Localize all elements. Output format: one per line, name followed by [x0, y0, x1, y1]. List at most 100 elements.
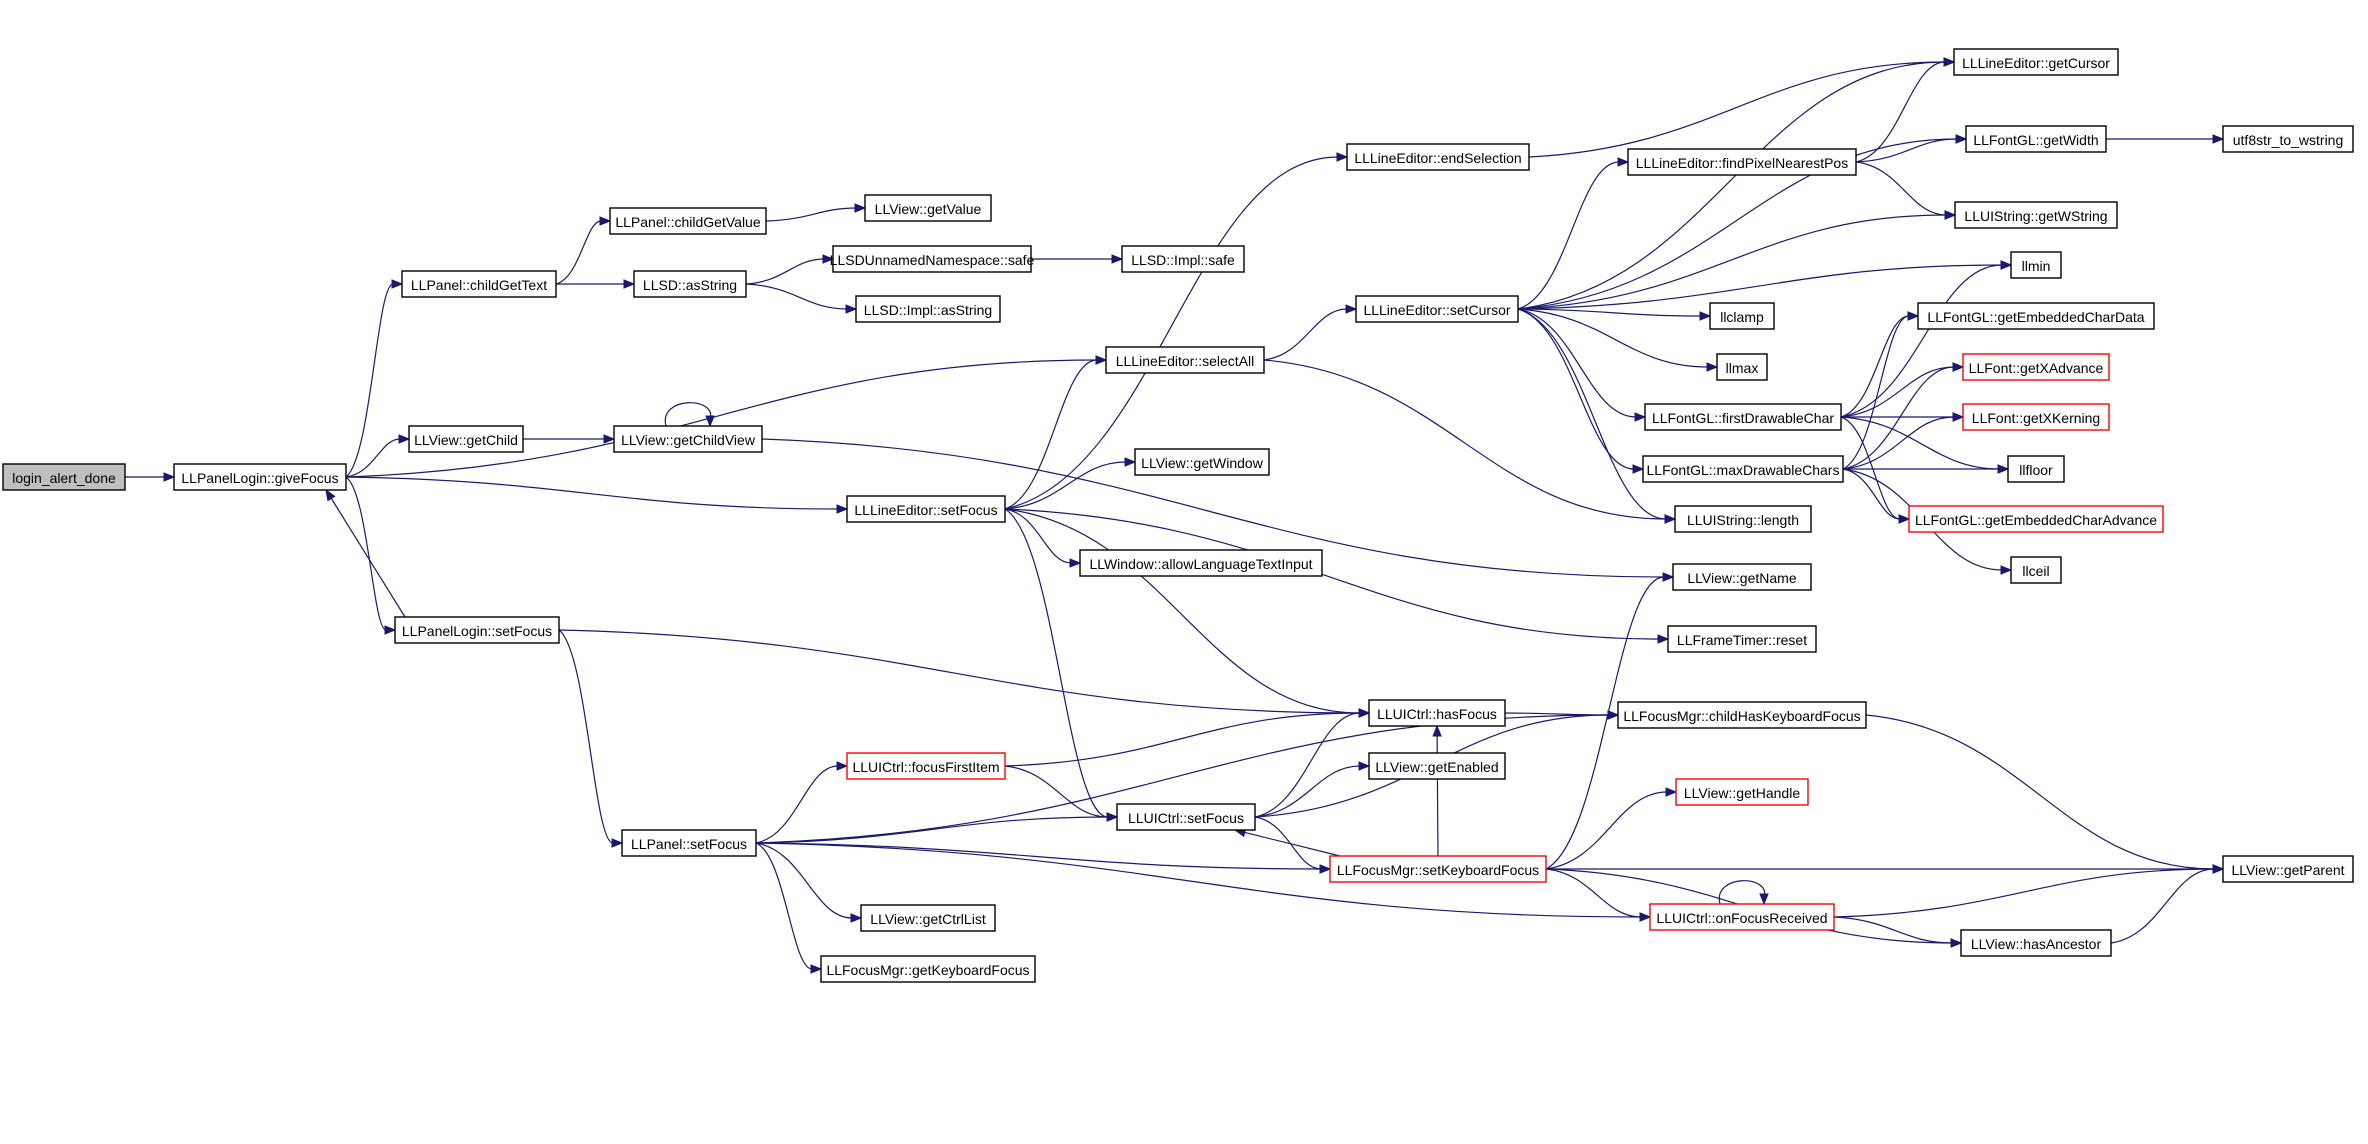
- node-lluictrl-focus-first-item[interactable]: LLUICtrl::focusFirstItem: [846, 752, 1006, 780]
- node-llsd-impl-safe[interactable]: LLSD::Impl::safe: [1121, 245, 1245, 273]
- edge-llline-editor-set-cursor-to-llmin: [1517, 260, 2013, 310]
- node-label: LLLineEditor::endSelection: [1354, 150, 1521, 166]
- node-label: LLFontGL::getEmbeddedCharData: [1927, 309, 2144, 325]
- node-llfont-gl-first-drawable-char[interactable]: LLFontGL::firstDrawableChar: [1644, 403, 1842, 431]
- node-label: llmax: [1726, 360, 1759, 376]
- node-llline-editor-find-pixel-nearest-pos[interactable]: LLLineEditor::findPixelNearestPos: [1627, 148, 1857, 176]
- edge-llline-editor-find-pixel-nearest-pos-to-llfont-gl-get-width: [1855, 134, 1968, 163]
- node-llline-editor-select-all[interactable]: LLLineEditor::selectAll: [1105, 346, 1265, 374]
- edge-llline-editor-set-focus-to-llview-get-window: [1004, 457, 1137, 510]
- node-login-alert-done[interactable]: login_alert_done: [2, 463, 126, 491]
- node-llsdunnamed-namespace-safe[interactable]: LLSDUnnamedNamespace::safe: [830, 245, 1035, 273]
- node-label: LLPanelLogin::giveFocus: [181, 470, 338, 486]
- node-llmin[interactable]: llmin: [2010, 251, 2062, 279]
- node-lluictrl-has-focus[interactable]: LLUICtrl::hasFocus: [1368, 699, 1506, 727]
- node-label: llfloor: [2019, 462, 2053, 478]
- node-lluistring-get-wstring[interactable]: LLUIString::getWString: [1954, 201, 2118, 229]
- edge-layer: [125, 57, 2225, 974]
- node-label: LLView::getName: [1687, 570, 1796, 586]
- node-llview-get-handle[interactable]: LLView::getHandle: [1675, 778, 1809, 806]
- node-llfocus-mgr-child-has-keyboard-focus[interactable]: LLFocusMgr::childHasKeyboardFocus: [1617, 701, 1867, 729]
- node-llpanel-child-get-text[interactable]: LLPanel::childGetText: [401, 270, 557, 298]
- node-label: LLFocusMgr::getKeyboardFocus: [826, 962, 1029, 978]
- node-llfocus-mgr-get-keyboard-focus[interactable]: LLFocusMgr::getKeyboardFocus: [820, 955, 1036, 983]
- node-llline-editor-end-selection[interactable]: LLLineEditor::endSelection: [1346, 143, 1530, 171]
- node-llfocus-mgr-set-keyboard-focus[interactable]: LLFocusMgr::setKeyboardFocus: [1329, 855, 1547, 883]
- node-llview-get-parent[interactable]: LLView::getParent: [2222, 855, 2354, 883]
- node-llfont-get-xkerning[interactable]: LLFont::getXKerning: [1962, 403, 2110, 431]
- edge-llpanel-login-give-focus-to-llline-editor-select-all: [345, 355, 1108, 478]
- edge-lluictrl-on-focus-received-to-llview-get-parent: [1833, 864, 2225, 918]
- node-llfont-gl-get-embedded-char-advance[interactable]: LLFontGL::getEmbeddedCharAdvance: [1908, 505, 2164, 533]
- node-llview-get-value[interactable]: LLView::getValue: [864, 194, 992, 222]
- node-llfloor[interactable]: llfloor: [2007, 455, 2065, 483]
- edge-llline-editor-set-focus-to-lluictrl-has-focus: [1004, 508, 1371, 718]
- edge-llfont-gl-max-drawable-chars-to-llfont-gl-get-embedded-char-data: [1842, 311, 1920, 470]
- edge-llpanel-login-set-focus-to-llpanel-login-give-focus: [325, 488, 406, 618]
- node-llclamp[interactable]: llclamp: [1709, 302, 1775, 330]
- edge-llpanel-child-get-value-to-llview-get-value: [765, 203, 867, 222]
- edge-llline-editor-set-cursor-to-llfont-gl-first-drawable-char: [1517, 308, 1647, 422]
- node-label: LLLineEditor::getCursor: [1962, 55, 2110, 71]
- node-label: LLFont::getXAdvance: [1969, 360, 2104, 376]
- node-llfont-gl-max-drawable-chars[interactable]: LLFontGL::maxDrawableChars: [1642, 455, 1844, 483]
- node-label: LLSD::Impl::safe: [1131, 252, 1235, 268]
- node-label: LLView::getHandle: [1684, 785, 1800, 801]
- node-llview-has-ancestor[interactable]: LLView::hasAncestor: [1960, 929, 2112, 957]
- node-label: LLFontGL::getEmbeddedCharAdvance: [1915, 512, 2157, 528]
- node-llmax[interactable]: llmax: [1716, 353, 1768, 381]
- node-utf8str-to-wstring[interactable]: utf8str_to_wstring: [2222, 125, 2354, 153]
- node-llline-editor-set-focus[interactable]: LLLineEditor::setFocus: [846, 495, 1006, 523]
- node-label: LLFont::getXKerning: [1972, 410, 2100, 426]
- node-llview-get-ctrl-list[interactable]: LLView::getCtrlList: [860, 904, 996, 932]
- node-label: LLFontGL::firstDrawableChar: [1652, 410, 1834, 426]
- node-llceil[interactable]: llceil: [2010, 556, 2062, 584]
- node-llsd-as-string[interactable]: LLSD::asString: [633, 270, 747, 298]
- node-lluictrl-on-focus-received[interactable]: LLUICtrl::onFocusReceived: [1649, 903, 1835, 931]
- edge-llpanel-login-give-focus-to-llpanel-login-set-focus: [345, 476, 397, 635]
- node-llframe-timer-reset[interactable]: LLFrameTimer::reset: [1667, 625, 1817, 653]
- node-llfont-gl-get-width[interactable]: LLFontGL::getWidth: [1965, 125, 2107, 153]
- node-label: LLWindow::allowLanguageTextInput: [1089, 556, 1312, 572]
- node-label: llmin: [2022, 258, 2051, 274]
- node-label: LLPanel::childGetText: [411, 277, 547, 293]
- edge-llline-editor-select-all-to-llline-editor-set-cursor: [1263, 304, 1358, 361]
- node-llpanel-set-focus[interactable]: LLPanel::setFocus: [621, 829, 757, 857]
- node-label: LLPanel::setFocus: [631, 836, 747, 852]
- edge-llline-editor-end-selection-to-llline-editor-get-cursor: [1528, 57, 1956, 158]
- node-llwindow-allow-language-text-input[interactable]: LLWindow::allowLanguageTextInput: [1079, 549, 1323, 577]
- node-label: LLView::getChildView: [621, 432, 756, 448]
- node-llpanel-login-set-focus[interactable]: LLPanelLogin::setFocus: [394, 616, 560, 644]
- edge-llfocus-mgr-set-keyboard-focus-to-lluictrl-set-focus: [1233, 827, 1341, 857]
- node-lluictrl-set-focus[interactable]: LLUICtrl::setFocus: [1116, 803, 1256, 831]
- edge-llline-editor-select-all-to-lluistring-length: [1263, 359, 1677, 524]
- edge-lluictrl-on-focus-received-to-llview-has-ancestor: [1833, 916, 1963, 948]
- node-llview-get-child-view[interactable]: LLView::getChildView: [613, 425, 763, 453]
- node-label: LLView::getEnabled: [1375, 759, 1498, 775]
- node-llview-get-name[interactable]: LLView::getName: [1672, 563, 1812, 591]
- edge-llfocus-mgr-set-keyboard-focus-to-llview-get-parent: [1546, 864, 2225, 874]
- edge-llfont-gl-get-width-to-utf8str-to-wstring: [2106, 134, 2225, 144]
- edge-llfont-gl-first-drawable-char-to-llmin: [1840, 260, 2013, 418]
- node-llline-editor-get-cursor[interactable]: LLLineEditor::getCursor: [1953, 48, 2119, 76]
- node-llview-get-window[interactable]: LLView::getWindow: [1134, 448, 1270, 476]
- edge-lluictrl-set-focus-to-lluictrl-has-focus: [1254, 708, 1371, 818]
- edge-llfont-gl-max-drawable-chars-to-llfont-get-xkerning: [1842, 412, 1965, 470]
- edge-llfocus-mgr-set-keyboard-focus-to-lluictrl-has-focus: [1432, 724, 1442, 857]
- node-llpanel-child-get-value[interactable]: LLPanel::childGetValue: [609, 207, 767, 235]
- node-llview-get-child[interactable]: LLView::getChild: [408, 425, 524, 453]
- node-label: LLUICtrl::setFocus: [1128, 810, 1244, 826]
- node-llfont-get-xadvance[interactable]: LLFont::getXAdvance: [1962, 353, 2110, 381]
- node-llview-get-enabled[interactable]: LLView::getEnabled: [1368, 752, 1506, 780]
- node-llpanel-login-give-focus[interactable]: LLPanelLogin::giveFocus: [173, 463, 347, 491]
- edge-llfocus-mgr-set-keyboard-focus-to-llview-get-handle: [1545, 787, 1678, 870]
- node-llline-editor-set-cursor[interactable]: LLLineEditor::setCursor: [1355, 295, 1519, 323]
- edge-llline-editor-set-cursor-to-lluistring-get-wstring: [1517, 210, 1957, 310]
- node-label: LLView::getParent: [2231, 862, 2344, 878]
- node-label: LLView::getValue: [875, 201, 982, 217]
- edge-llpanel-child-get-text-to-llpanel-child-get-value: [555, 216, 612, 285]
- node-lluistring-length[interactable]: LLUIString::length: [1674, 505, 1812, 533]
- node-llsd-impl-as-string[interactable]: LLSD::Impl::asString: [855, 295, 1001, 323]
- node-llfont-gl-get-embedded-char-data[interactable]: LLFontGL::getEmbeddedCharData: [1917, 302, 2155, 330]
